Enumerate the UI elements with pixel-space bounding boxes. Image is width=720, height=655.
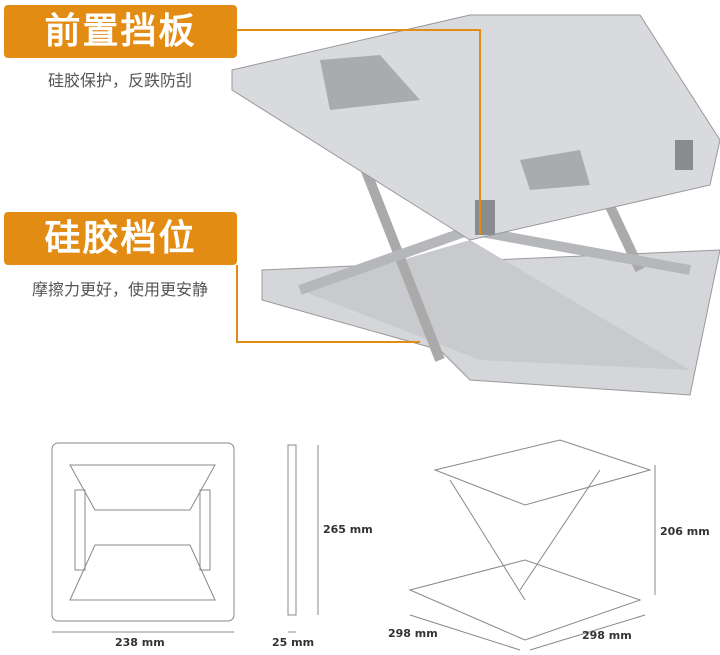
feature-desc-silicone-gear: 摩擦力更好，使用更安静: [31, 280, 208, 299]
dim-length: 298 mm: [582, 629, 632, 642]
dim-depth: 298 mm: [388, 627, 438, 640]
dim-height-flat: 265 mm: [323, 523, 373, 536]
feature-desc-front-baffle: 硅胶保护，反跌防刮: [47, 71, 192, 90]
laptop-stand-photo: [231, 14, 720, 396]
dimension-drawings: [51, 439, 656, 651]
dim-thickness: 25 mm: [272, 636, 315, 649]
dim-width: 238 mm: [115, 636, 165, 649]
feature-title-front-baffle: 前置挡板: [4, 5, 237, 58]
callout-lines: [236, 29, 481, 343]
dim-height-raised: 206 mm: [660, 525, 710, 538]
feature-title-silicone-gear: 硅胶档位: [4, 212, 237, 265]
